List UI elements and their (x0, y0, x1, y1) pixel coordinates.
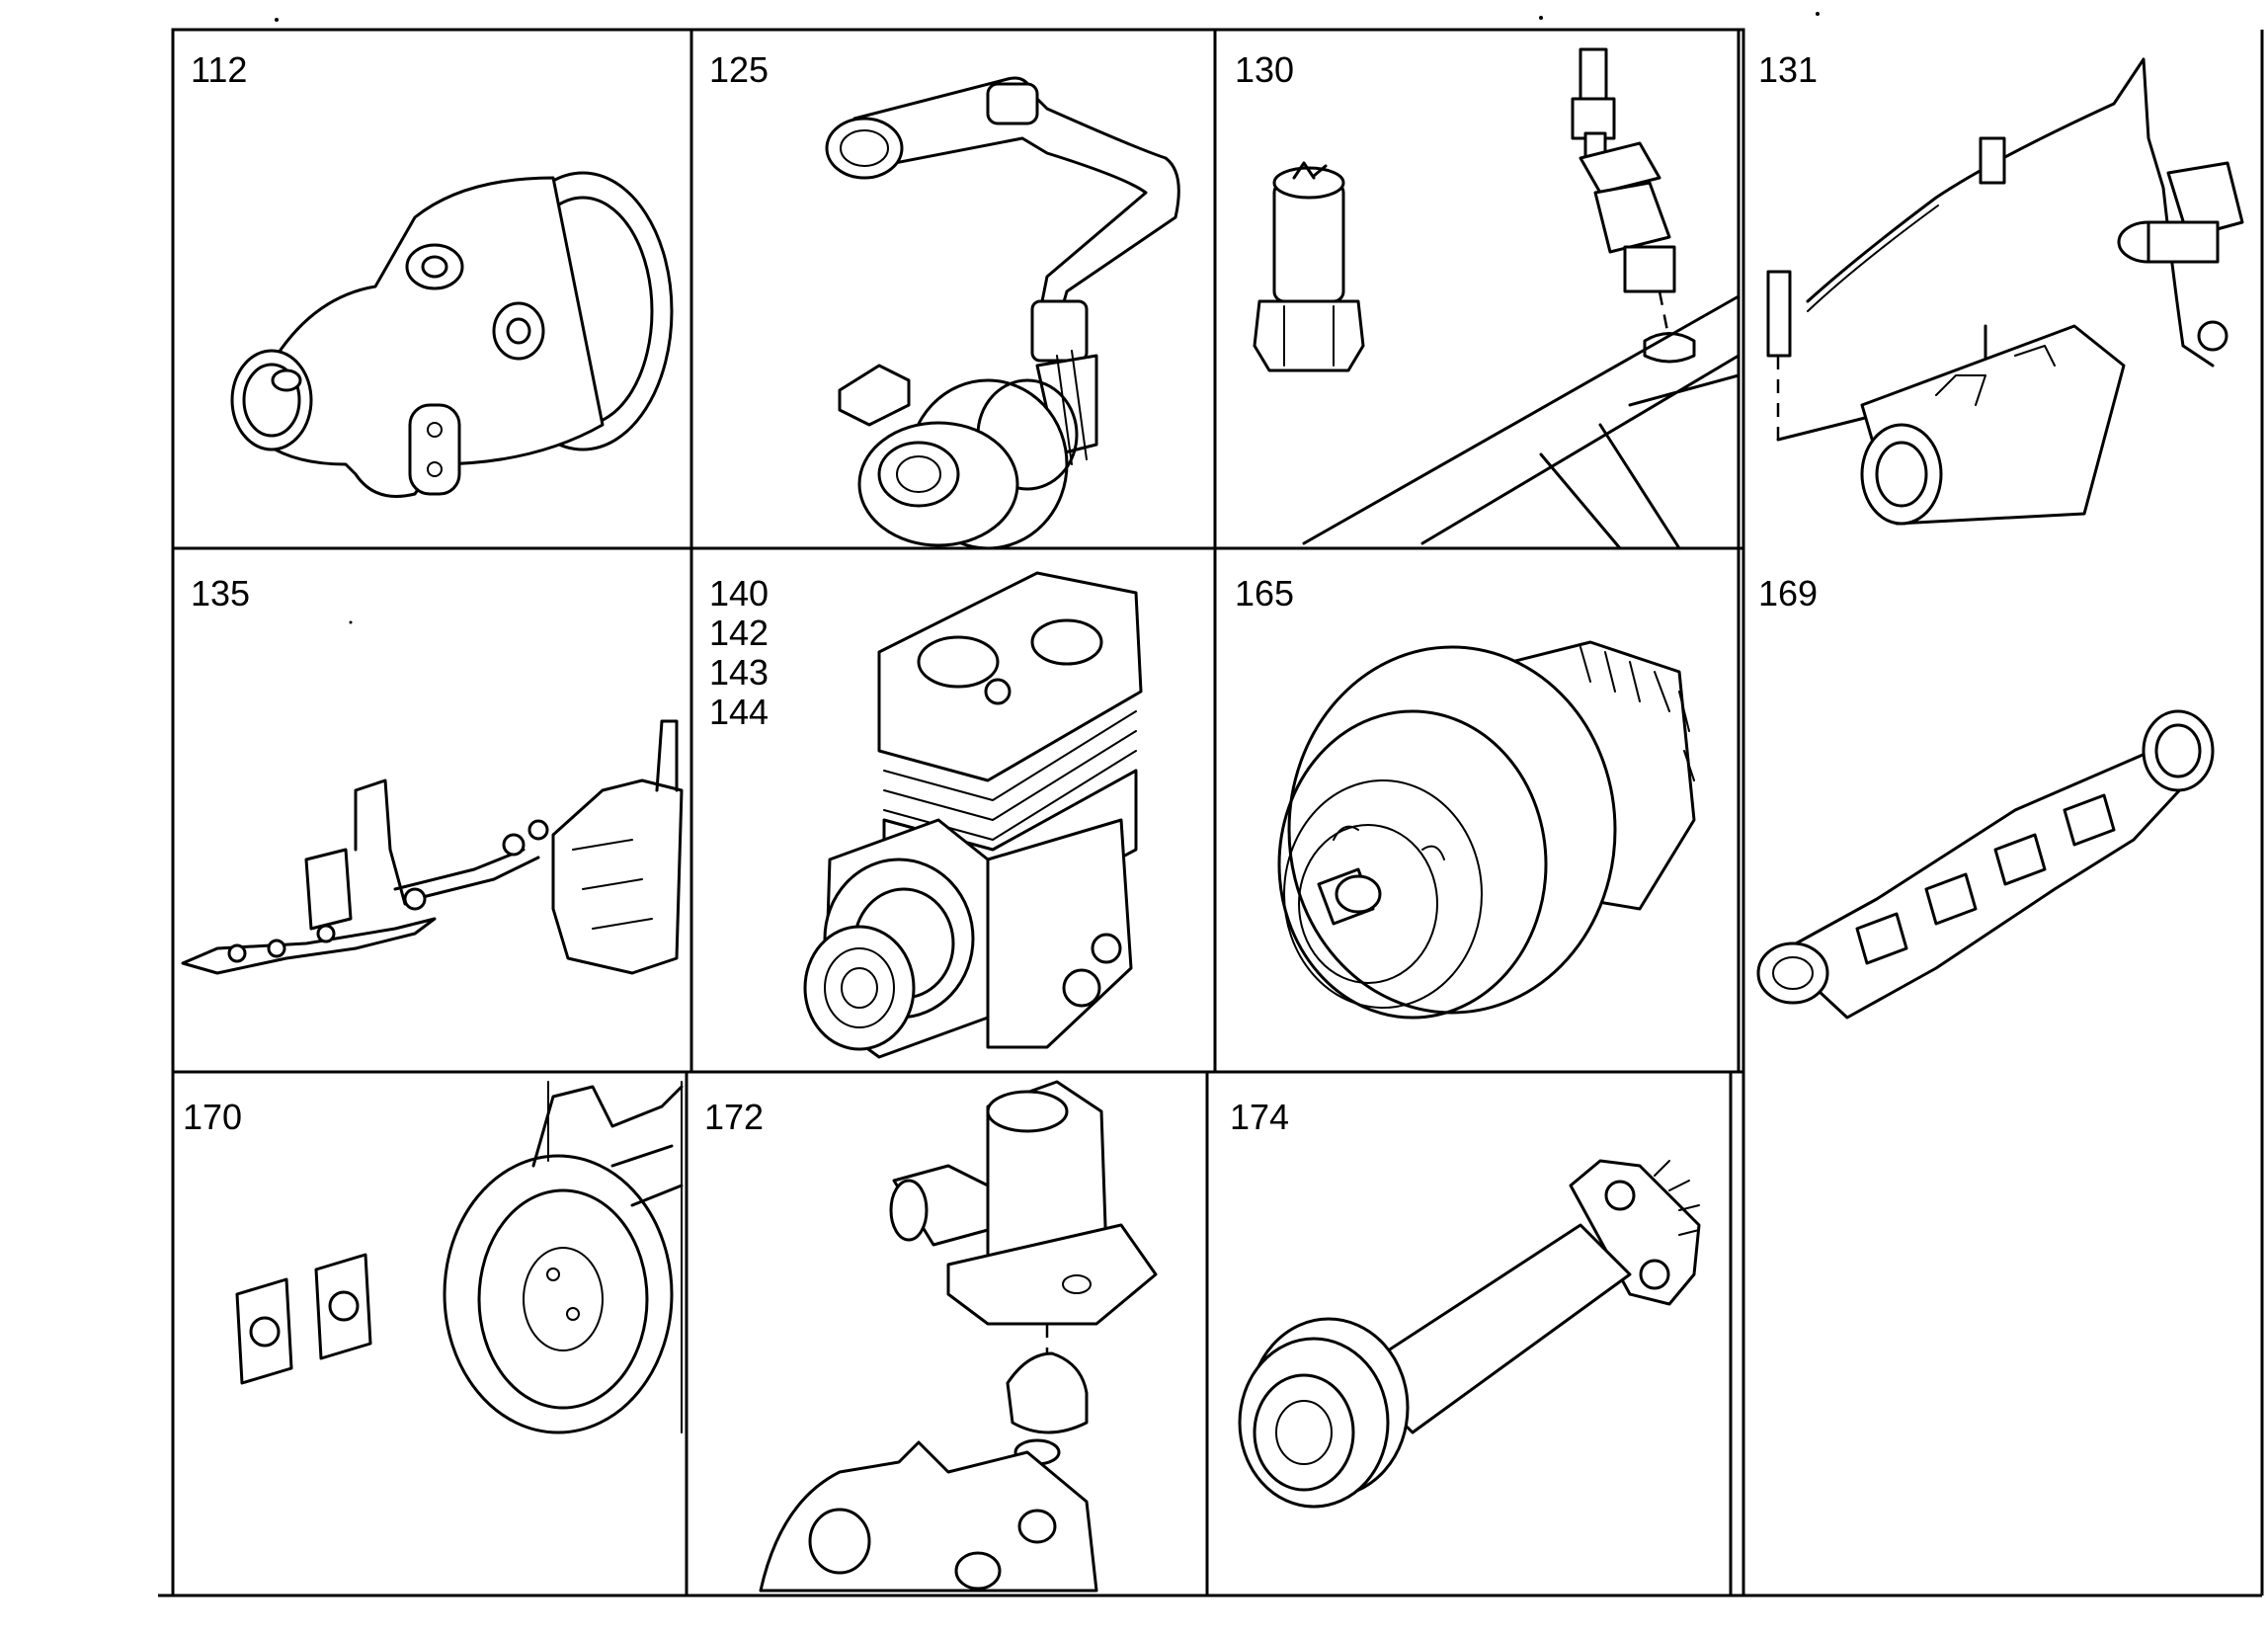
part-number-label: 112 (191, 49, 247, 90)
cell-165[interactable]: 165 (1235, 573, 1696, 1020)
cell-170[interactable]: 170 (183, 1081, 684, 1434)
cell-131[interactable]: 131 (1758, 49, 2244, 526)
part-number-label: 125 (709, 49, 769, 90)
fuel-line-valve-icon (1766, 57, 2244, 526)
part-number-label: 130 (1235, 49, 1294, 90)
part-number-label: 131 (1758, 49, 1818, 90)
part-number-label: 143 (709, 652, 769, 693)
flywheel-housing-gasket-icon (235, 1081, 684, 1434)
part-number-label: 144 (709, 692, 769, 732)
cell-125[interactable]: 125 (709, 49, 1180, 550)
cell-112[interactable]: 112 (191, 49, 674, 498)
part-number-label: 172 (704, 1097, 764, 1137)
cell-174[interactable]: 174 (1230, 1097, 1701, 1509)
cell-135[interactable]: 135 (181, 573, 684, 975)
turbocharger-hose-icon (825, 76, 1180, 550)
part-number-label: 140 (709, 573, 769, 614)
cell-172[interactable]: 172 (704, 1080, 1158, 1593)
scan-specks (275, 12, 1820, 624)
part-number-label: 170 (183, 1097, 242, 1137)
drive-shaft-gear-icon (1238, 1159, 1701, 1509)
cell-140-142-143-144[interactable]: 140 142 143 144 (709, 571, 1143, 1059)
catalog-grid (158, 28, 2264, 1597)
glow-plug-sensor-icon (1253, 47, 1741, 550)
fan-clutch-pulley-icon (1277, 640, 1696, 1020)
cell-130[interactable]: 130 (1235, 47, 1741, 550)
air-intake-elbow-icon (230, 171, 674, 498)
part-number-label: 169 (1758, 573, 1818, 614)
air-compressor-icon (803, 571, 1143, 1059)
linkage-bracket-icon (181, 719, 684, 975)
thermostat-housing-icon (759, 1080, 1158, 1593)
part-number-label: 142 (709, 613, 769, 653)
cell-169[interactable]: 169 (1756, 573, 2215, 1020)
exhaust-manifold-icon (1756, 709, 2215, 1020)
part-number-label: 135 (191, 573, 250, 614)
part-number-label: 174 (1230, 1097, 1289, 1137)
part-number-label: 165 (1235, 573, 1294, 614)
